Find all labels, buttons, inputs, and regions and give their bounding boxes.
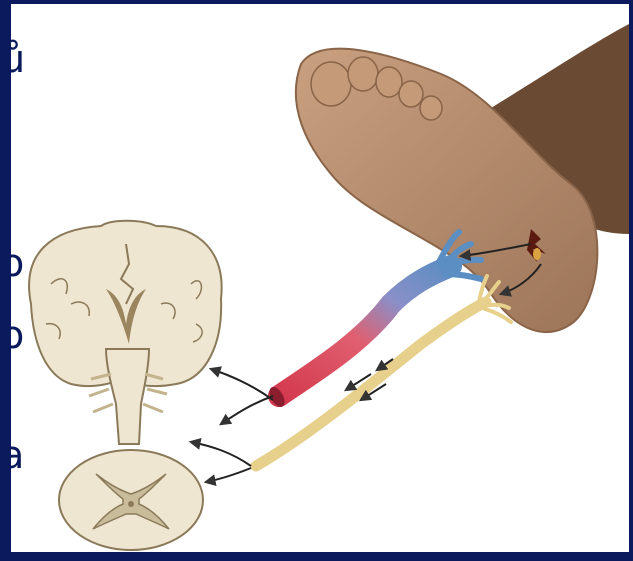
pain-pathway-illustration <box>11 4 629 552</box>
toe <box>311 62 351 106</box>
toe <box>348 57 378 91</box>
spinal-cord-cross-section <box>59 450 203 550</box>
figure-panel: ů o o a <box>11 4 629 552</box>
blood-drop <box>533 248 541 260</box>
toe <box>399 81 423 107</box>
toe <box>376 67 402 97</box>
toe <box>420 96 442 120</box>
afferent-pain-fiber <box>279 266 451 396</box>
